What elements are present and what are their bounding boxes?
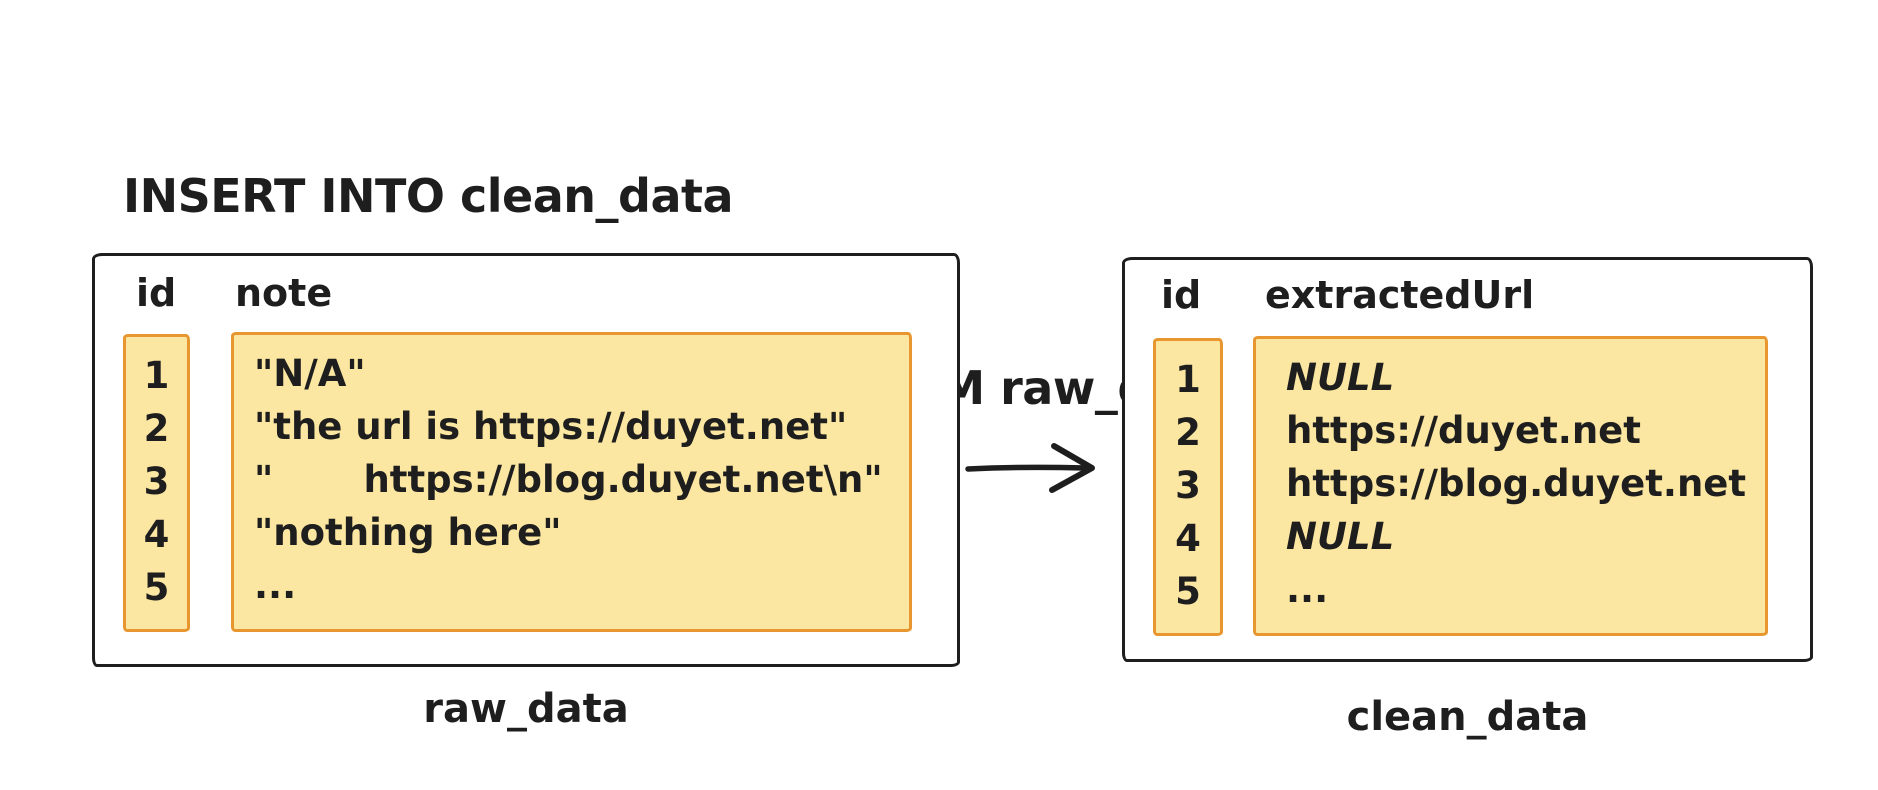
clean-url-cell: NULL xyxy=(1286,356,1395,399)
raw-column-header-note: note xyxy=(235,271,333,315)
raw-note-cell: "N/A" xyxy=(254,352,366,395)
clean-id-cell: 2 xyxy=(1175,411,1201,454)
raw-note-cell: ... xyxy=(254,564,297,607)
raw-id-cell: 5 xyxy=(143,566,170,609)
raw-note-cell: "the url is https://duyet.net" xyxy=(254,405,848,448)
clean-url-cell: ... xyxy=(1286,568,1329,611)
clean-column-header-extractedurl: extractedUrl xyxy=(1265,273,1535,317)
raw-id-cell: 3 xyxy=(143,460,170,503)
raw-data-table: id note 1 2 3 4 5 "N/A" "the url is http… xyxy=(92,253,960,667)
clean-url-cell: NULL xyxy=(1286,515,1395,558)
clean-id-column: 1 2 3 4 5 xyxy=(1153,338,1223,636)
raw-note-cell: "nothing here" xyxy=(254,511,562,554)
sql-line-1: INSERT INTO clean_data xyxy=(123,169,734,223)
raw-id-cell: 2 xyxy=(143,407,170,450)
clean-data-table: id extractedUrl 1 2 3 4 5 NULL https://d… xyxy=(1122,257,1813,662)
flow-arrow-icon xyxy=(965,443,1095,493)
clean-column-header-id: id xyxy=(1161,273,1202,317)
raw-id-column: 1 2 3 4 5 xyxy=(123,334,190,632)
clean-id-cell: 3 xyxy=(1175,464,1201,507)
raw-note-cell: " https://blog.duyet.net\n" xyxy=(254,458,883,501)
clean-id-cell: 1 xyxy=(1175,358,1201,401)
raw-table-caption: raw_data xyxy=(423,686,629,732)
raw-column-header-id: id xyxy=(136,271,177,315)
clean-table-caption: clean_data xyxy=(1346,694,1589,740)
raw-note-column: "N/A" "the url is https://duyet.net" " h… xyxy=(231,332,912,632)
clean-id-cell: 4 xyxy=(1175,517,1201,560)
raw-id-cell: 1 xyxy=(143,354,170,397)
clean-url-cell: https://duyet.net xyxy=(1286,409,1641,452)
clean-url-column: NULL https://duyet.net https://blog.duye… xyxy=(1253,336,1768,636)
clean-id-cell: 5 xyxy=(1175,570,1201,613)
clean-url-cell: https://blog.duyet.net xyxy=(1286,462,1747,505)
raw-id-cell: 4 xyxy=(143,513,170,556)
